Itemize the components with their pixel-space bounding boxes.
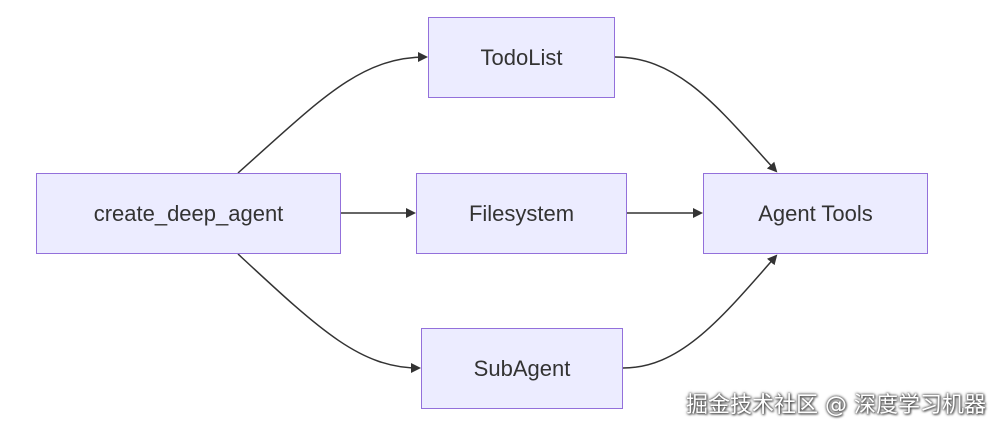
node-agent-tools: Agent Tools xyxy=(703,173,928,254)
watermark-text: 掘金技术社区 @ 深度学习机器 xyxy=(686,393,986,418)
edge-subagent-to-agent-tools xyxy=(622,254,778,369)
edge-create-to-subagent xyxy=(237,253,421,373)
node-label: Agent Tools xyxy=(758,200,873,226)
node-label: Filesystem xyxy=(468,200,575,226)
edge-todolist-to-agent-tools xyxy=(614,56,778,173)
node-todolist: TodoList xyxy=(428,17,615,98)
edge-create-to-todolist xyxy=(237,52,428,174)
node-label: TodoList xyxy=(480,44,563,70)
node-create-deep-agent: create_deep_agent xyxy=(36,173,341,254)
node-filesystem: Filesystem xyxy=(416,173,627,254)
node-label: create_deep_agent xyxy=(93,200,284,226)
node-label: SubAgent xyxy=(473,355,571,381)
node-subagent: SubAgent xyxy=(421,328,623,409)
